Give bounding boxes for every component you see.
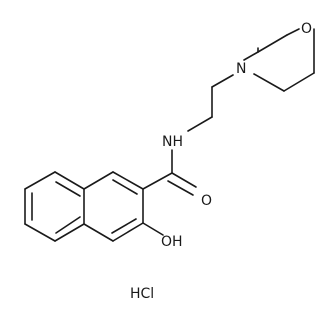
bond xyxy=(167,180,194,196)
bond xyxy=(55,216,81,234)
bond xyxy=(54,223,85,242)
morpholine-ring xyxy=(243,28,315,92)
bond xyxy=(83,223,114,242)
bond xyxy=(24,171,56,190)
bond xyxy=(112,222,144,242)
bond xyxy=(111,218,137,234)
salt-label: HCl xyxy=(130,286,154,302)
bond xyxy=(211,74,234,88)
bond xyxy=(112,171,144,190)
bond xyxy=(171,172,197,188)
naphthalene-left-ring xyxy=(24,171,85,242)
bond xyxy=(54,171,85,190)
hydroxyl-bond xyxy=(142,222,164,236)
carbonyl-oxygen-label: O xyxy=(201,193,212,209)
bond xyxy=(286,28,300,36)
bond xyxy=(83,171,114,190)
naphthalene-right-ring xyxy=(83,171,144,242)
bond xyxy=(112,179,138,195)
bond xyxy=(283,72,315,92)
bond xyxy=(187,116,213,132)
bond xyxy=(253,73,285,92)
amide-nh-label: NH xyxy=(162,134,183,150)
bond xyxy=(24,223,56,242)
hydroxyl-label: OH xyxy=(161,234,183,250)
bond xyxy=(257,34,288,53)
amide-group xyxy=(142,149,197,196)
morpholine-oxygen-label: O xyxy=(301,21,312,37)
bond xyxy=(55,181,81,197)
morpholine-nitrogen-label: N xyxy=(236,61,246,77)
ethyl-linker xyxy=(187,74,234,132)
bond xyxy=(243,51,259,61)
bond xyxy=(142,172,173,190)
